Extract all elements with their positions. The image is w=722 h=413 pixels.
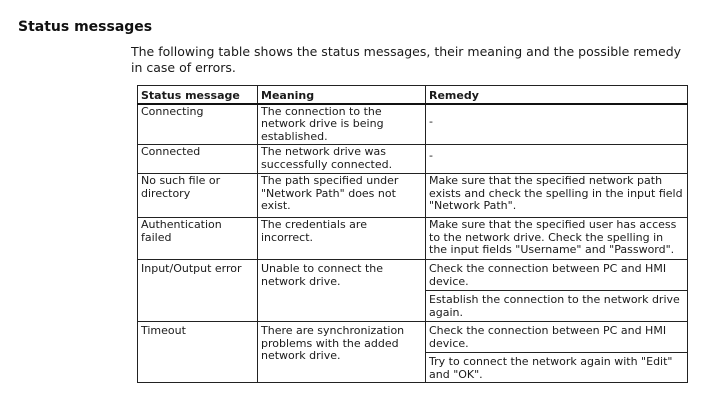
status-cell: Timeout [137, 321, 258, 383]
remedy-cell: - [425, 103, 688, 145]
status-cell: Authentication failed [137, 217, 258, 260]
remedy-text: Establish the connection to the network … [429, 293, 680, 319]
remedy-cell: Check the connection between PC and HMI … [425, 259, 688, 322]
meaning-cell: Unable to connect the network drive. [257, 259, 426, 322]
meaning-cell: The path specified under "Network Path" … [257, 173, 426, 218]
table-row: Connecting The connection to the network… [137, 103, 688, 145]
remedy-text: Check the connection between PC and HMI … [429, 262, 667, 288]
meaning-cell: The credentials are incorrect. [257, 217, 426, 260]
table-row: Authentication failed The credentials ar… [137, 217, 688, 260]
remedy-text: - [429, 114, 433, 128]
remedy-divider [426, 290, 687, 291]
remedy-text: Make sure that the specified user has ac… [429, 218, 677, 256]
table-header-row: Status message Meaning Remedy [137, 85, 688, 105]
table-row: Input/Output error Unable to connect the… [137, 259, 688, 322]
meaning-cell: The connection to the network drive is b… [257, 103, 426, 145]
remedy-text: Try to connect the network again with "E… [429, 355, 673, 381]
meaning-cell: There are synchronization problems with … [257, 321, 426, 383]
table-row: No such file or directory The path speci… [137, 173, 688, 218]
header-remedy: Remedy [425, 85, 688, 105]
remedy-text: Make sure that the specified network pat… [429, 174, 683, 212]
remedy-text: - [429, 149, 433, 162]
header-status-message: Status message [137, 85, 258, 105]
table-row: Connected The network drive was successf… [137, 144, 688, 174]
status-cell: Input/Output error [137, 259, 258, 322]
status-messages-table: Status message Meaning Remedy Connecting… [137, 85, 688, 383]
remedy-cell: Make sure that the specified network pat… [425, 173, 688, 218]
section-heading: Status messages [18, 19, 153, 35]
remedy-cell: Check the connection between PC and HMI … [425, 321, 688, 383]
status-cell: Connected [137, 144, 258, 174]
remedy-cell: Make sure that the specified user has ac… [425, 217, 688, 260]
remedy-text: Check the connection between PC and HMI … [429, 324, 667, 350]
intro-paragraph: The following table shows the status mes… [131, 44, 682, 75]
status-cell: No such file or directory [137, 173, 258, 218]
meaning-cell: The network drive was successfully conne… [257, 144, 426, 174]
header-meaning: Meaning [257, 85, 426, 105]
remedy-cell: - [425, 144, 688, 174]
table-row: Timeout There are synchronization proble… [137, 321, 688, 383]
status-cell: Connecting [137, 103, 258, 145]
remedy-divider [426, 352, 687, 353]
